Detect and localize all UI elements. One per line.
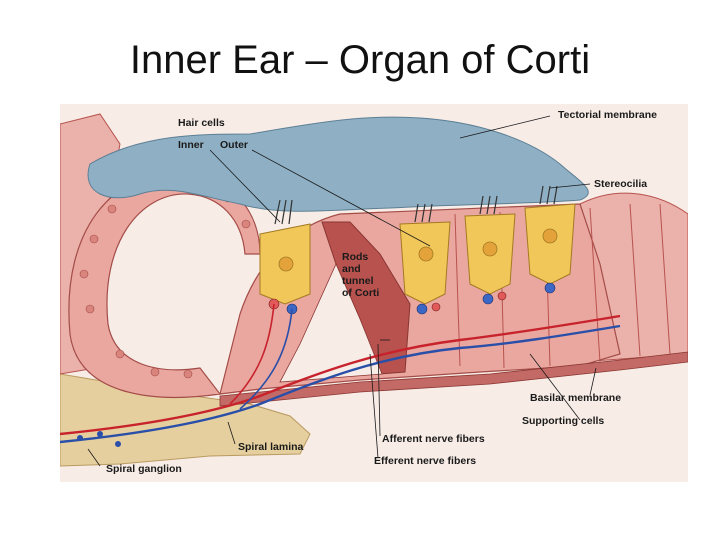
outer-hair-cell-1 <box>399 203 451 305</box>
label-tectorial-membrane: Tectorial membrane <box>558 109 657 121</box>
outer-hair-cell-3 <box>524 185 576 285</box>
label-inner: Inner <box>178 139 204 151</box>
nerve-endings <box>268 282 556 315</box>
label-rods-2: and <box>342 263 361 275</box>
inner-afferent-branch <box>229 303 275 405</box>
label-basilar-membrane: Basilar membrane <box>530 392 621 404</box>
inner-hair-cell <box>259 199 311 305</box>
outer-hair-cell-2 <box>464 195 516 295</box>
leader-lines <box>87 115 597 467</box>
spiral-ganglion-cells <box>77 431 121 447</box>
tectorial-membrane <box>87 116 589 212</box>
inner-efferent-branch <box>239 308 293 410</box>
label-supporting-cells: Supporting cells <box>522 415 604 427</box>
spiral-lamina-bone <box>60 373 311 467</box>
label-spiral-ganglion: Spiral ganglion <box>106 463 182 475</box>
label-efferent-nerve-fibers: Efferent nerve fibers <box>374 455 476 467</box>
organ-of-corti-diagram: Hair cells Inner Outer Tectorial membran… <box>60 104 688 482</box>
label-outer: Outer <box>220 139 248 151</box>
label-hair-cells: Hair cells <box>178 117 225 129</box>
label-rods-3: tunnel <box>342 275 374 287</box>
label-rods-4: of Corti <box>342 287 379 299</box>
efferent-nerve-fiber <box>60 324 621 444</box>
basilar-membrane <box>219 351 688 407</box>
label-afferent-nerve-fibers: Afferent nerve fibers <box>382 433 485 445</box>
label-rods-1: Rods <box>342 251 368 263</box>
slide-title: Inner Ear – Organ of Corti <box>129 38 591 82</box>
label-spiral-lamina: Spiral lamina <box>238 441 304 453</box>
label-stereocilia: Stereocilia <box>594 178 647 190</box>
afferent-nerve-fiber <box>60 314 621 436</box>
